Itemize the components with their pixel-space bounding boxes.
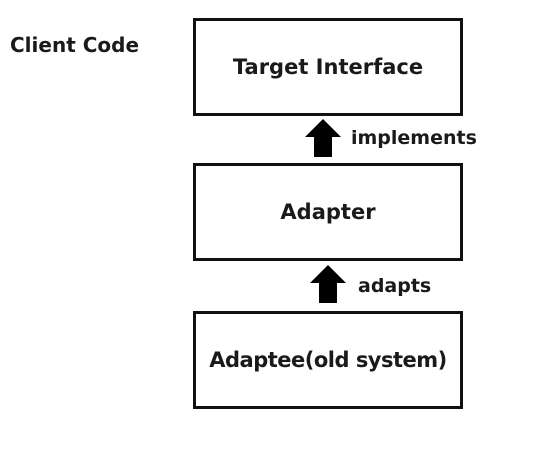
adaptee-label: Adaptee(old system) (209, 348, 447, 372)
adapts-arrow-icon (310, 265, 346, 303)
adapter-box: Adapter (193, 163, 463, 261)
target-interface-label: Target Interface (232, 55, 424, 79)
adapter-label: Adapter (280, 200, 376, 224)
target-interface-box: Target Interface (193, 18, 463, 116)
adapts-label: adapts (358, 275, 432, 297)
adaptee-box: Adaptee(old system) (193, 311, 463, 409)
client-code-label: Client Code (10, 33, 140, 57)
implements-label: implements (351, 127, 477, 149)
implements-arrow-icon (305, 119, 341, 157)
